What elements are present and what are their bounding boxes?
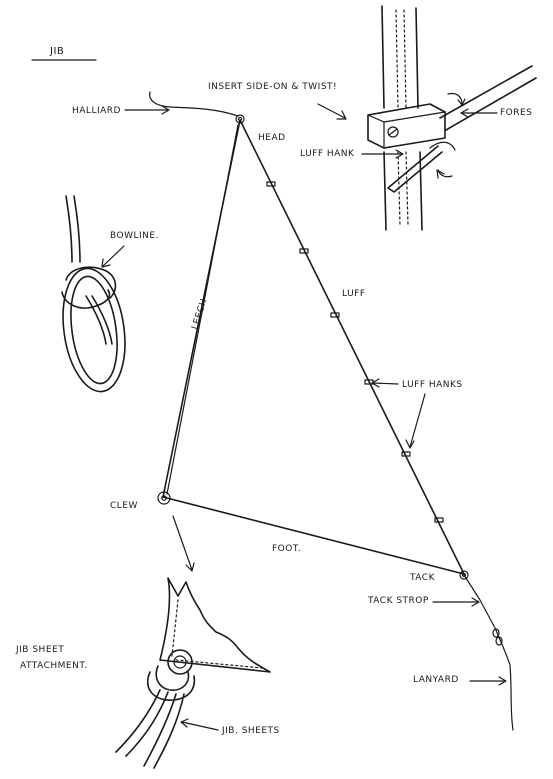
- bowline-label: BOWLINE.: [110, 231, 159, 241]
- head-label: HEAD: [258, 133, 286, 143]
- foot-edge: [162, 496, 465, 575]
- forestay-label: FORES: [500, 108, 532, 118]
- luff-hank: [299, 248, 309, 254]
- halliard-rope: [149, 91, 239, 117]
- luff-edge: [239, 119, 465, 575]
- jib-sheet-attachment-label-1: JIB SHEET: [15, 645, 64, 655]
- luff-hank-detail-label: LUFF HANK: [300, 149, 355, 159]
- luff-hanks-label: LUFF HANKS: [402, 380, 463, 390]
- forestay-detail: [367, 5, 537, 231]
- luff-hank: [330, 312, 340, 318]
- lanyard-label: LANYARD: [413, 675, 459, 685]
- halliard-label: HALLIARD: [72, 106, 121, 116]
- jib-sheet-attachment-detail: [115, 577, 271, 769]
- leech-edge-inner: [166, 124, 239, 495]
- clew-label: CLEW: [110, 501, 138, 511]
- leech-label: LEECH: [190, 297, 209, 330]
- hank-block: [367, 103, 446, 149]
- jib-sheets-label: JIB. SHEETS: [221, 726, 280, 736]
- luff-label: LUFF: [342, 289, 366, 299]
- sail-corner: [159, 577, 271, 673]
- luff-hank-pin: [387, 145, 443, 193]
- tack-strop-line: [463, 574, 514, 731]
- head-ring: [235, 114, 245, 124]
- luff-hank: [434, 517, 444, 523]
- mast: [381, 5, 423, 231]
- sail-triangle: [162, 119, 465, 575]
- title: JIB: [49, 46, 64, 57]
- forestay-wire: [439, 65, 537, 131]
- foot-label: FOOT.: [272, 544, 301, 554]
- tack-strop-label: TACK STROP: [367, 596, 429, 606]
- title-group: JIB: [31, 46, 97, 61]
- clew-ring: [157, 491, 171, 505]
- luff-hank: [401, 451, 411, 457]
- tack-ring: [459, 570, 469, 580]
- lanyard-fitting: [492, 628, 503, 646]
- tack-label: TACK: [409, 573, 436, 583]
- luff-hank: [266, 181, 276, 187]
- jib-sheet-attachment-label-2: ATTACHMENT.: [20, 661, 88, 671]
- bowline-knot: [61, 195, 126, 393]
- insert-instruction: INSERT SIDE-ON & TWIST!: [208, 82, 337, 92]
